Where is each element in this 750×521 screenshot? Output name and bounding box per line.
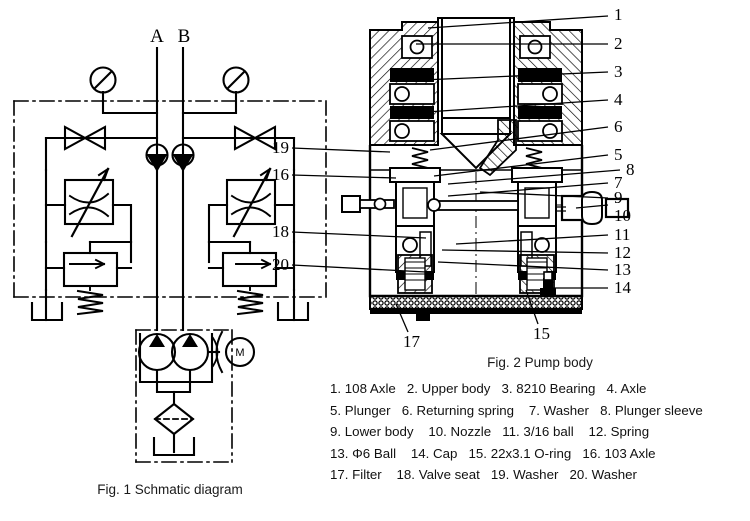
filter	[153, 402, 195, 454]
svg-text:10: 10	[614, 206, 631, 225]
callout-leaders	[291, 15, 621, 333]
svg-text:14: 14	[614, 278, 632, 297]
relief-valve-left	[62, 251, 119, 316]
pressure-gauge-left	[89, 66, 117, 94]
filter-mesh	[369, 295, 583, 314]
throttle-valve-right	[225, 167, 277, 238]
legend-item: 5. Plunger	[330, 402, 391, 418]
svg-text:12: 12	[614, 243, 631, 262]
legend-item: 18. Valve seat	[396, 467, 480, 482]
shaft-coupling	[206, 330, 224, 374]
plunger-sleeve-right	[511, 167, 563, 280]
legend-item: 20. Washer	[569, 467, 637, 482]
svg-text:17: 17	[403, 332, 421, 351]
pump-section-drawing	[291, 15, 630, 333]
svg-text:4: 4	[614, 90, 623, 109]
branch-left-upper	[44, 136, 159, 172]
legend-row: 9. Lower body 10. Nozzle 11. 3/16 ball 1…	[330, 421, 750, 443]
callout-numbers-bottom: 15 17	[403, 324, 550, 351]
legend-item: 7. Washer	[528, 402, 589, 418]
port-a-label: A	[150, 26, 164, 47]
legend-item: 8. Plunger sleeve	[600, 402, 703, 418]
legend-item: 13. Φ6 Ball	[330, 445, 397, 461]
legend-item: 6. Returning spring	[401, 402, 515, 418]
legend-item: 16. 103 Axle	[582, 445, 656, 461]
motor-label: M	[235, 347, 244, 359]
figure-2-pump-body: 1 2 3 4 6 5 8 7 9 10 11 12 13 14 19 16 1…	[272, 0, 750, 360]
legend-item: 2. Upper body	[406, 381, 491, 396]
cap-fitting	[540, 271, 556, 296]
legend-item: 14. Cap	[410, 445, 458, 461]
enclosure-boundary	[13, 100, 327, 298]
axle-103	[341, 195, 519, 213]
figure-1-caption: Fig. 1 Schmatic diagram	[97, 482, 243, 497]
legend-item: 1. 108 Axle	[330, 381, 396, 396]
callout-numbers-left: 19 16 18 20	[272, 138, 289, 274]
bearing-8210-right	[517, 35, 563, 142]
nozzle-assembly	[556, 190, 630, 226]
svg-text:16: 16	[272, 165, 289, 184]
legend-row: 1. 108 Axle 2. Upper body 3. 8210 Bearin…	[330, 378, 750, 400]
svg-text:8: 8	[626, 160, 635, 179]
relief-valve-right	[221, 251, 278, 316]
legend-item: 19. Washer	[490, 467, 559, 482]
legend-item: 3. 8210 Bearing	[501, 381, 596, 396]
svg-text:18: 18	[272, 222, 289, 241]
gauge-left-tap	[101, 90, 159, 115]
axle-cone-shading	[478, 119, 517, 177]
electric-motor	[224, 336, 256, 368]
legend-item: 15. 22x3.1 O-ring	[468, 445, 572, 461]
svg-text:15: 15	[533, 324, 550, 343]
tank-right	[276, 288, 310, 322]
tank-left	[30, 288, 64, 322]
svg-text:20: 20	[272, 255, 289, 274]
shutoff-valve-right	[207, 125, 296, 151]
svg-text:1: 1	[614, 5, 623, 24]
svg-text:11: 11	[614, 225, 630, 244]
port-b-label: B	[178, 26, 191, 47]
figure-2-caption: Fig. 2 Pump body	[487, 355, 593, 370]
svg-text:19: 19	[272, 138, 289, 157]
shutoff-valve-left	[44, 125, 133, 151]
legend-item: 9. Lower body	[330, 424, 414, 439]
pump-right	[170, 332, 210, 372]
svg-text:2: 2	[614, 34, 623, 53]
svg-text:3: 3	[614, 62, 623, 81]
gauge-right-tap	[181, 90, 238, 115]
legend-row: 5. Plunger 6. Returning spring 7. Washer…	[330, 400, 750, 422]
svg-text:13: 13	[614, 260, 631, 279]
pressure-gauge-right	[222, 66, 250, 94]
tank-bottom	[152, 436, 196, 457]
legend-item: 11. 3/16 ball	[502, 424, 574, 439]
power-unit-boundary	[135, 329, 233, 463]
svg-text:9: 9	[614, 188, 623, 207]
legend-row: 17. Filter 18. Valve seat 19. Washer 20.…	[330, 464, 750, 486]
svg-text:6: 6	[614, 117, 623, 136]
figure-1-schematic: A B M	[0, 0, 340, 521]
parts-legend: 1. 108 Axle 2. Upper body 3. 8210 Bearin…	[330, 378, 750, 486]
callout-numbers-right: 1 2 3 4 6 5 8 7 9 10 11 12 13 14	[614, 5, 635, 297]
bearing-8210-left	[389, 35, 435, 142]
legend-row: 13. Φ6 Ball 14. Cap 15. 22x3.1 O-ring 16…	[330, 443, 750, 465]
svg-text:5: 5	[614, 145, 623, 164]
legend-item: 12. Spring	[588, 424, 650, 439]
body-foot	[416, 314, 430, 321]
pump-left	[137, 332, 177, 372]
legend-item: 17. Filter	[330, 467, 382, 482]
throttle-valve-left	[63, 167, 115, 238]
check-valve-b	[171, 143, 195, 172]
check-valve-a	[145, 143, 169, 172]
left-throttle-out	[111, 203, 133, 244]
legend-item: 10. Nozzle	[428, 424, 492, 439]
legend-item: 4. Axle	[606, 381, 647, 396]
valve-seat-assembly-left	[397, 254, 433, 294]
svg-text:7: 7	[614, 173, 623, 192]
